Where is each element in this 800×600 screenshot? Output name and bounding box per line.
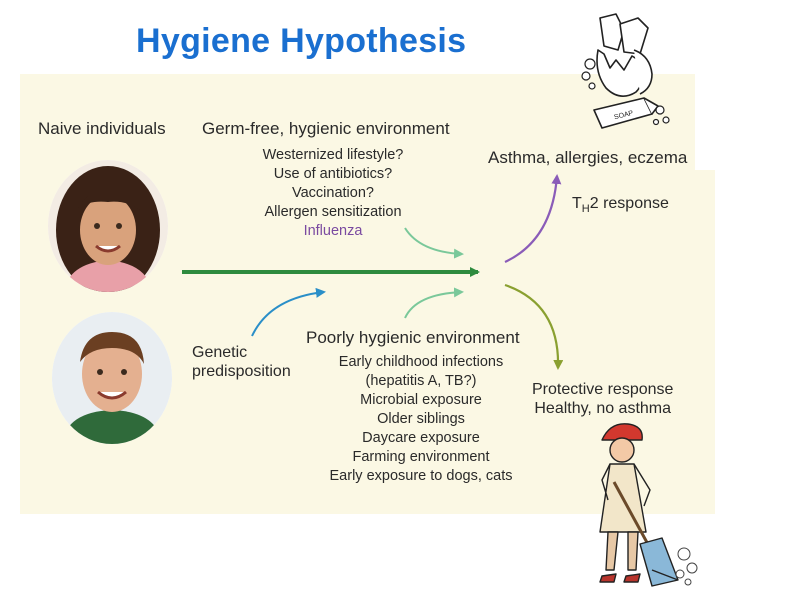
th2-rest: 2 response bbox=[590, 195, 669, 212]
poor-hygiene-factor: Older siblings bbox=[318, 410, 524, 429]
genetic-predisposition-label: Genetic predisposition bbox=[192, 343, 291, 381]
protective-response-label: Protective response Healthy, no asthma bbox=[532, 380, 673, 418]
poor-hygiene-factor: Farming environment bbox=[318, 448, 524, 467]
poor-hygiene-factor: Early childhood infections bbox=[318, 353, 524, 372]
poor-hygiene-heading: Poorly hygienic environment bbox=[306, 328, 520, 348]
genetic-line: predisposition bbox=[192, 362, 291, 381]
genetic-line: Genetic bbox=[192, 343, 291, 362]
germ-free-factor: Westernized lifestyle? bbox=[250, 146, 416, 165]
germ-free-factor: Use of antibiotics? bbox=[250, 165, 416, 184]
germ-free-factor: Vaccination? bbox=[250, 184, 416, 203]
poor-hygiene-arrow bbox=[405, 292, 462, 318]
th2-t: T bbox=[572, 195, 582, 212]
th2-response-label: TH2 response bbox=[572, 195, 669, 215]
poor-hygiene-factor: (hepatitis A, TB?) bbox=[318, 372, 524, 391]
poor-hygiene-factor: Microbial exposure bbox=[318, 391, 524, 410]
protective-line: Healthy, no asthma bbox=[532, 399, 673, 418]
poor-hygiene-factor: Early exposure to dogs, cats bbox=[318, 467, 524, 486]
girl-sweeping-broom-icon bbox=[592, 420, 702, 590]
influenza-factor: Influenza bbox=[250, 222, 416, 241]
protective-line: Protective response bbox=[532, 380, 673, 399]
poor-hygiene-factor-list: Early childhood infections (hepatitis A,… bbox=[318, 353, 524, 486]
naive-individuals-label: Naive individuals bbox=[38, 119, 166, 139]
germ-free-factor: Allergen sensitization bbox=[250, 203, 416, 222]
th2-subscript: H bbox=[582, 203, 590, 215]
germ-free-heading: Germ-free, hygienic environment bbox=[202, 119, 450, 139]
germ-free-factor-list: Westernized lifestyle? Use of antibiotic… bbox=[250, 146, 416, 241]
asthma-outcome-label: Asthma, allergies, eczema bbox=[488, 148, 687, 168]
th2-arrow bbox=[505, 176, 557, 262]
poor-hygiene-factor: Daycare exposure bbox=[318, 429, 524, 448]
